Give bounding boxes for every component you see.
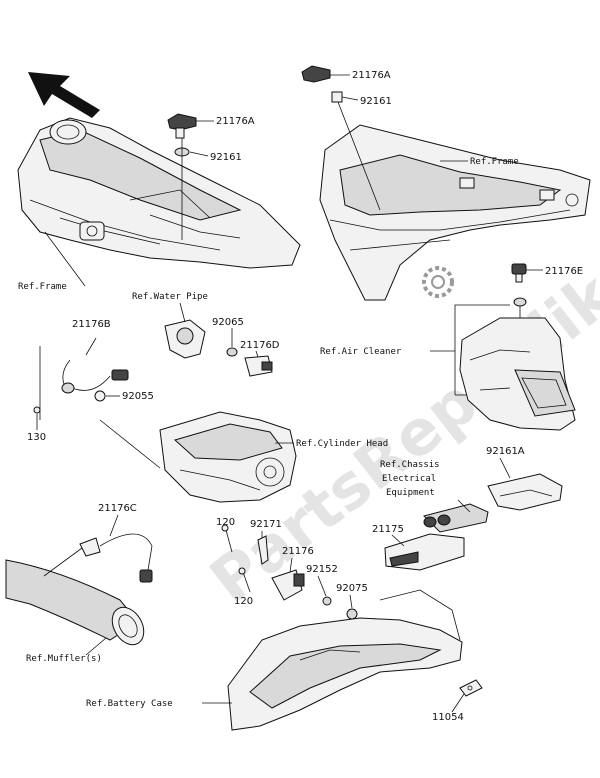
bolt-120-bottom	[238, 567, 251, 593]
part-number-92171: 92171	[250, 519, 282, 530]
sensor-21176A-left	[167, 113, 197, 240]
sensor-21176C	[79, 533, 153, 583]
water-pipe-illustration	[164, 319, 206, 359]
part-number-21176D: 21176D	[240, 340, 280, 351]
harness-21176B	[61, 359, 129, 402]
sensor-21176E	[511, 263, 527, 330]
part-number-21175: 21175	[372, 524, 404, 535]
part-number-21176A-left: 21176A	[216, 116, 255, 127]
gear-logo-icon	[422, 266, 454, 298]
ref-water-pipe: Ref.Water Pipe	[132, 292, 208, 302]
sensor-21176D	[226, 347, 273, 377]
ecu-21175	[384, 533, 465, 571]
bolt-120-top	[221, 524, 233, 553]
ref-cylinder-head: Ref.Cylinder Head	[296, 439, 388, 449]
ref-muffler: Ref.Muffler(s)	[26, 654, 102, 664]
frame-right-illustration	[319, 124, 591, 301]
sensor-21176A-right	[301, 65, 381, 211]
part-number-92161-right: 92161	[360, 96, 392, 107]
part-number-120-top: 120	[216, 517, 235, 528]
ref-frame-right: Ref.Frame	[470, 157, 519, 167]
part-number-92161A: 92161A	[486, 446, 525, 457]
part-number-92065: 92065	[212, 317, 244, 328]
relay-block	[423, 503, 489, 533]
ref-battery-case: Ref.Battery Case	[86, 699, 173, 709]
front-direction-arrow-icon	[28, 72, 100, 118]
part-number-92075: 92075	[336, 583, 368, 594]
part-number-21176B: 21176B	[72, 319, 111, 330]
clamp-92171	[257, 535, 269, 565]
part-number-92152: 92152	[306, 564, 338, 575]
ref-chassis-3: Equipment	[386, 488, 435, 498]
grommet-92075	[346, 608, 358, 620]
part-number-92161-left: 92161	[210, 152, 242, 163]
part-number-92055: 92055	[122, 391, 154, 402]
part-number-21176A-right: 21176A	[352, 70, 391, 81]
bracket-11054	[459, 679, 483, 697]
ref-chassis-1: Ref.Chassis	[380, 460, 440, 470]
bracket-92161A	[487, 473, 563, 511]
sensor-21176	[271, 569, 305, 601]
ref-air-cleaner: Ref.Air Cleaner	[320, 347, 402, 357]
ref-chassis-2: Electrical	[382, 474, 436, 484]
part-number-11054: 11054	[432, 712, 464, 723]
part-number-21176C: 21176C	[98, 503, 137, 514]
part-number-21176: 21176	[282, 546, 314, 557]
bolt-130	[33, 406, 41, 414]
battery-case-illustration	[227, 589, 463, 731]
air-cleaner-illustration	[459, 317, 576, 431]
ref-frame-left: Ref.Frame	[18, 282, 67, 292]
frame-left-illustration	[17, 117, 301, 269]
part-number-130: 130	[27, 432, 46, 443]
cylinder-head-illustration	[159, 411, 297, 503]
muffler-illustration	[5, 547, 145, 646]
part-number-21176E: 21176E	[545, 266, 583, 277]
washer-92152	[322, 596, 332, 606]
part-number-120-bottom: 120	[234, 596, 253, 607]
